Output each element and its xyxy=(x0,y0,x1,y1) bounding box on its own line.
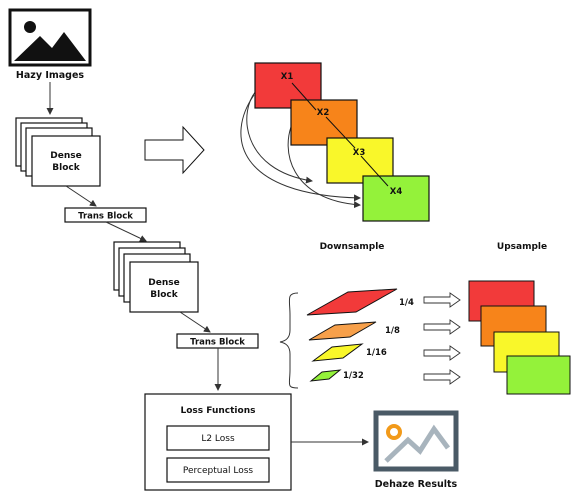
scale-1-16-plane xyxy=(311,343,364,362)
link-x1-x2 xyxy=(291,82,317,111)
arrow-dense2-to-trans2 xyxy=(179,311,211,333)
upsample-arrows xyxy=(423,292,461,385)
node-x4 xyxy=(362,175,430,222)
link-x2-x3 xyxy=(325,116,356,149)
trans-block-1-label: Trans Block xyxy=(78,212,133,222)
hazy-image-icon xyxy=(8,8,92,67)
expand-arrow-icon xyxy=(144,125,205,175)
dense-block-1-line1: Dense xyxy=(50,151,81,161)
node-x2-label: X2 xyxy=(317,108,330,118)
scale-1-16-label: 1/16 xyxy=(366,348,387,358)
up-arrow-1-icon xyxy=(423,292,461,308)
up-arrow-4-icon xyxy=(423,369,461,385)
dehaze-results-icon xyxy=(373,410,459,472)
dense-block-1-line2: Block xyxy=(52,163,80,173)
dense-block-2-line2: Block xyxy=(150,290,178,300)
loss-functions-title: Loss Functions xyxy=(181,406,256,416)
scale-1-32-label: 1/32 xyxy=(343,371,364,381)
dense-block-1: Dense Block xyxy=(15,117,101,187)
dehaze-results-label: Dehaze Results xyxy=(375,479,458,490)
scale-1-8-label: 1/8 xyxy=(385,326,400,336)
up-arrow-2-icon xyxy=(423,319,461,335)
curly-brace xyxy=(279,292,299,389)
perceptual-loss-label: Perceptual Loss xyxy=(183,466,254,476)
downsample-label: Downsample xyxy=(320,242,385,252)
node-x1-label: X1 xyxy=(281,72,294,82)
arrow-dense1-to-trans1 xyxy=(65,185,97,207)
scale-1-8-plane xyxy=(308,321,377,341)
dense-connectivity-detail: X1 X2 X3 X4 xyxy=(240,62,430,222)
arrow-trans1-to-dense2 xyxy=(105,221,147,242)
trans-block-2: Trans Block xyxy=(176,333,259,349)
link-x3-x4 xyxy=(360,155,389,187)
hazy-images-label: Hazy Images xyxy=(16,70,84,81)
scale-1-4-plane xyxy=(306,288,398,316)
upsample-stack xyxy=(468,280,571,395)
dense-block-2-line1: Dense xyxy=(148,278,179,288)
scale-1-32-plane xyxy=(309,369,342,382)
upsample-label: Upsample xyxy=(497,242,547,252)
l2-loss-label: L2 Loss xyxy=(201,434,235,444)
trans-block-2-label: Trans Block xyxy=(190,338,245,348)
loss-functions-panel: Loss Functions L2 Loss Perceptual Loss xyxy=(144,393,292,491)
up-arrow-3-icon xyxy=(423,345,461,361)
dense-block-2: Dense Block xyxy=(113,241,199,313)
l2-loss-box xyxy=(166,425,270,451)
downsample-pyramid: 1/4 1/8 1/16 1/32 xyxy=(306,288,414,382)
trans-block-1: Trans Block xyxy=(64,207,147,223)
node-x4-label: X4 xyxy=(390,187,403,197)
scale-1-4-label: 1/4 xyxy=(399,298,414,308)
perceptual-loss-box xyxy=(166,457,270,483)
upsample-map-4 xyxy=(506,355,571,395)
node-x3-label: X3 xyxy=(353,148,366,158)
skip-x2-x4 xyxy=(287,121,361,209)
